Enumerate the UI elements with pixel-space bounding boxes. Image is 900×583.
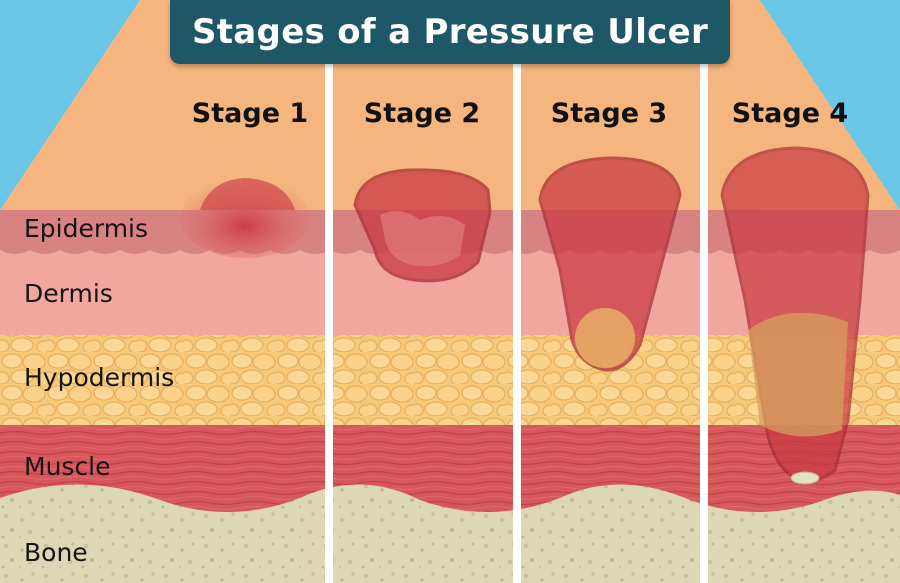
- stage-1-label: Stage 1: [191, 98, 309, 129]
- layer-label-epidermis: Epidermis: [24, 214, 149, 243]
- stage-3-exposed-fat: [575, 308, 635, 368]
- dermis-layer: [0, 250, 900, 335]
- divider-3: [700, 60, 708, 583]
- divider-1: [325, 60, 333, 583]
- stage-4-exposed-bone: [790, 471, 820, 485]
- stage-1-redness: [200, 178, 295, 210]
- divider-2: [513, 60, 521, 583]
- title-banner: Stages of a Pressure Ulcer: [170, 0, 730, 64]
- layer-label-hypodermis: Hypodermis: [24, 363, 175, 392]
- stage-3-wound: [538, 156, 682, 372]
- stage-3-label: Stage 3: [550, 98, 668, 129]
- diagram-title: Stages of a Pressure Ulcer: [191, 12, 709, 52]
- stage-2-wound-bed: [380, 211, 465, 267]
- layer-label-bone: Bone: [24, 538, 88, 567]
- layer-label-muscle: Muscle: [24, 452, 111, 481]
- stage-2-label: Stage 2: [363, 98, 481, 129]
- layer-label-dermis: Dermis: [24, 279, 113, 308]
- bone-layer: [0, 484, 900, 583]
- stage-4-exposed-fat: [748, 312, 848, 437]
- hypodermis-layer: [0, 335, 900, 425]
- stage-4-label: Stage 4: [731, 98, 849, 129]
